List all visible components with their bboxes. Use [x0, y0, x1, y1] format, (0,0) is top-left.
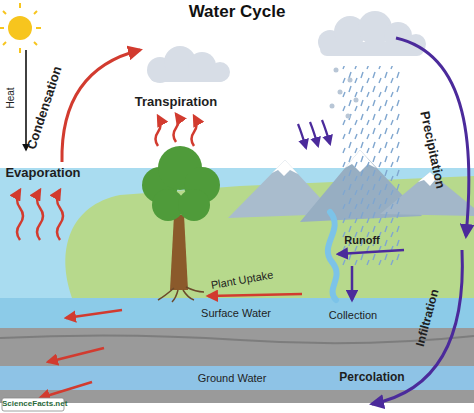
runoff-label: Runoff — [344, 234, 379, 247]
heat-arrow — [25, 50, 27, 150]
transpiration-arrows — [156, 114, 197, 146]
tree-roots — [158, 287, 204, 302]
transpiration-label: Transpiration — [135, 95, 217, 110]
watermark: ScienceFacts.net — [2, 399, 67, 408]
ground-water-band — [0, 366, 474, 390]
surface-water-band — [0, 298, 474, 328]
cloud — [318, 11, 426, 56]
sea — [0, 168, 474, 333]
percolation-label: Percolation — [339, 371, 404, 385]
runoff-arrow — [338, 250, 404, 254]
condensation-label: Condensation — [25, 64, 66, 151]
collection-label: Collection — [329, 309, 377, 322]
evaporation-label: Evaporation — [5, 166, 80, 181]
sun — [8, 16, 32, 40]
snowfall-arrows — [298, 120, 330, 148]
snowflakes — [330, 68, 359, 119]
tree-crown — [142, 146, 220, 221]
cloud — [147, 46, 230, 83]
plant-uptake-arrow — [208, 294, 302, 296]
rain — [342, 66, 402, 266]
surface-water-label: Surface Water — [201, 307, 271, 320]
rock-line — [0, 335, 474, 343]
snow-cap — [272, 160, 298, 176]
tree-trunk — [170, 215, 188, 290]
sun-rays — [0, 3, 41, 53]
condensation-arrow — [62, 50, 140, 162]
ground-layer — [0, 328, 474, 403]
heat-label: Heat — [5, 87, 17, 108]
ground-water-label: Ground Water — [198, 372, 267, 385]
precipitation-arrow — [396, 38, 469, 236]
collection-arrow — [351, 266, 354, 300]
river — [328, 212, 337, 300]
water-flow-arrows — [40, 310, 122, 398]
evaporation-arrows — [17, 190, 63, 240]
diagram-title: Water Cycle — [0, 2, 474, 22]
